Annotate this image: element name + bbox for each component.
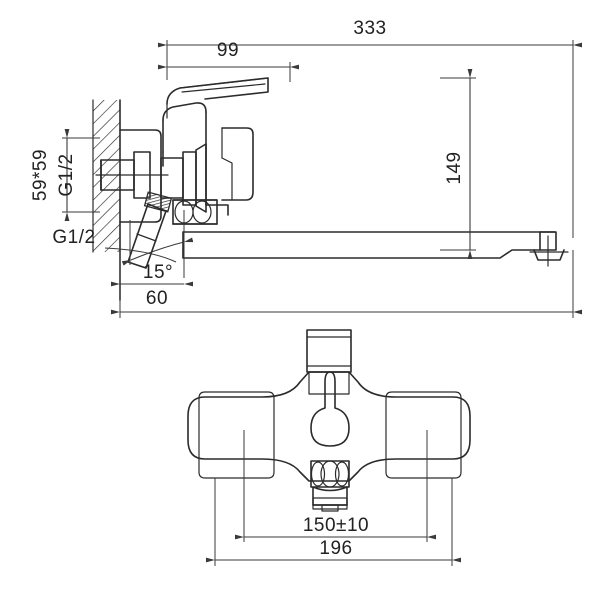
dim-150pm10: 150±10 (235, 430, 436, 542)
dim-59x59-label: 59*59 (30, 149, 51, 201)
dim-333-label: 333 (353, 18, 386, 39)
side-view-group (92, 77, 569, 301)
front-view-group (187, 329, 471, 512)
mixer-body-front (187, 371, 471, 482)
dim-149-label: 149 (444, 151, 465, 184)
mixer-body-side (162, 77, 269, 225)
dim-99: 99 (158, 40, 299, 82)
dim-g12-upper-label: G1/2 (56, 153, 77, 196)
shower-outlet-angled (127, 191, 173, 269)
dim-149: 149 (440, 69, 476, 259)
dim-60-label: 60 (146, 288, 168, 309)
dim-99-label: 99 (217, 40, 239, 61)
dim-g12-lower-label: G1/2 (52, 227, 95, 248)
dim-150pm10-label: 150±10 (303, 515, 369, 536)
dim-60: 60 (111, 281, 193, 309)
dim-15deg: 15° (121, 210, 194, 283)
dim-59x59: 59*59 (30, 129, 100, 221)
dim-333: 333 (158, 18, 582, 238)
diverter-outlet-front (310, 460, 350, 512)
wall-section-hatch (92, 99, 121, 301)
wall-inlet-assembly (95, 129, 207, 223)
side-view-baseline-rail (111, 250, 582, 318)
dim-15deg-label: 15° (143, 262, 173, 283)
dim-g12-upper: G1/2 (56, 153, 77, 196)
dim-196-label: 196 (319, 538, 352, 559)
dim-196: 196 (206, 478, 461, 566)
